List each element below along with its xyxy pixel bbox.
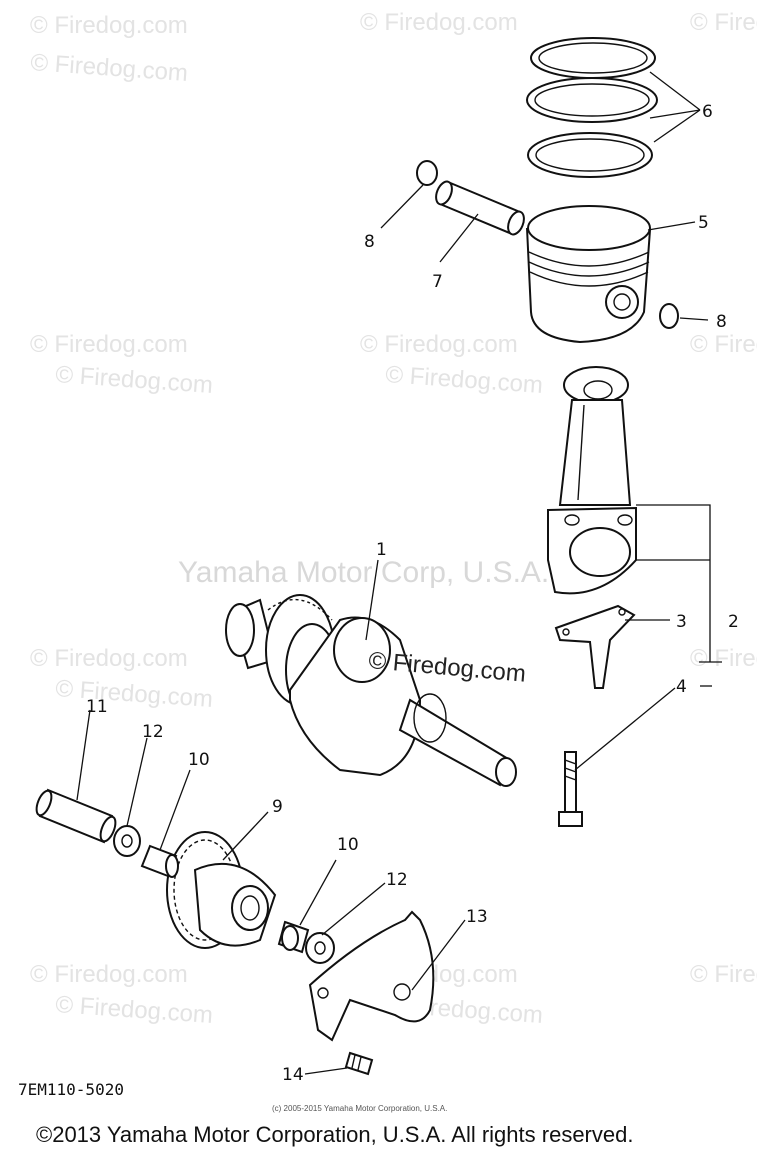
watermark: © Firedog.com xyxy=(30,12,188,39)
washer xyxy=(113,825,141,857)
long-pin xyxy=(35,788,117,844)
callout-8: 8 xyxy=(364,232,375,252)
watermark: © Firedog.com xyxy=(360,9,518,36)
watermark: © Firedog.com xyxy=(55,991,214,1029)
bearing xyxy=(277,920,310,954)
watermark: © Firedog.com xyxy=(55,675,214,713)
watermark: © Firedog.com xyxy=(385,361,544,399)
watermark: © Firedog.com xyxy=(690,9,757,36)
credit-line: (c) 2005-2015 Yamaha Motor Corporation, … xyxy=(272,1104,447,1113)
callouts: 1 2 3 4 5 6 7 8 8 9 10 10 11 12 12 13 14 xyxy=(86,102,739,1085)
callout-7: 7 xyxy=(432,272,443,292)
piston xyxy=(526,205,651,344)
balancer-gear xyxy=(166,831,277,949)
connecting-rod xyxy=(547,366,637,595)
piston-rings xyxy=(526,37,658,178)
callout-11: 11 xyxy=(86,697,108,717)
crankshaft xyxy=(225,594,517,787)
callout-12: 12 xyxy=(386,870,408,890)
watermark: © Firedog.com xyxy=(690,645,757,672)
small-bolt xyxy=(344,1051,374,1076)
circlip xyxy=(659,303,679,329)
callout-9: 9 xyxy=(272,797,283,817)
circlip xyxy=(416,160,438,186)
callout-8: 8 xyxy=(716,312,727,332)
callout-10: 10 xyxy=(337,835,359,855)
callout-13: 13 xyxy=(466,907,488,927)
callout-3: 3 xyxy=(676,612,687,632)
callout-10: 10 xyxy=(188,750,210,770)
copyright-footer: ©2013 Yamaha Motor Corporation, U.S.A. A… xyxy=(36,1122,633,1147)
watermark: © Firedog.com xyxy=(30,645,188,672)
callout-5: 5 xyxy=(698,213,709,233)
leader-lines xyxy=(76,71,722,1075)
callout-4: 4 xyxy=(676,677,687,697)
diagram-code: 7EM110-5020 xyxy=(18,1080,124,1099)
callout-2: 2 xyxy=(728,612,739,632)
callout-12: 12 xyxy=(142,722,164,742)
watermark: © Firedog.com xyxy=(30,49,189,87)
callout-14: 14 xyxy=(282,1065,304,1085)
watermark: © Firedog.com xyxy=(360,331,518,358)
washer xyxy=(305,932,335,964)
watermark: © Firedog.com xyxy=(30,961,188,988)
piston-pin xyxy=(435,180,525,236)
watermark: © Firedog.com xyxy=(690,331,757,358)
watermark: © Firedog.com xyxy=(30,331,188,358)
plate xyxy=(554,604,636,689)
bearing xyxy=(140,844,179,878)
watermark: © Firedog.com xyxy=(690,961,757,988)
cover xyxy=(308,910,435,1042)
watermark: © Firedog.com xyxy=(55,361,214,399)
watermark-yamaha: Yamaha Motor Corp, U.S.A. xyxy=(178,556,549,589)
callout-1: 1 xyxy=(376,540,387,560)
bolt xyxy=(558,751,583,827)
callout-6: 6 xyxy=(702,102,713,122)
